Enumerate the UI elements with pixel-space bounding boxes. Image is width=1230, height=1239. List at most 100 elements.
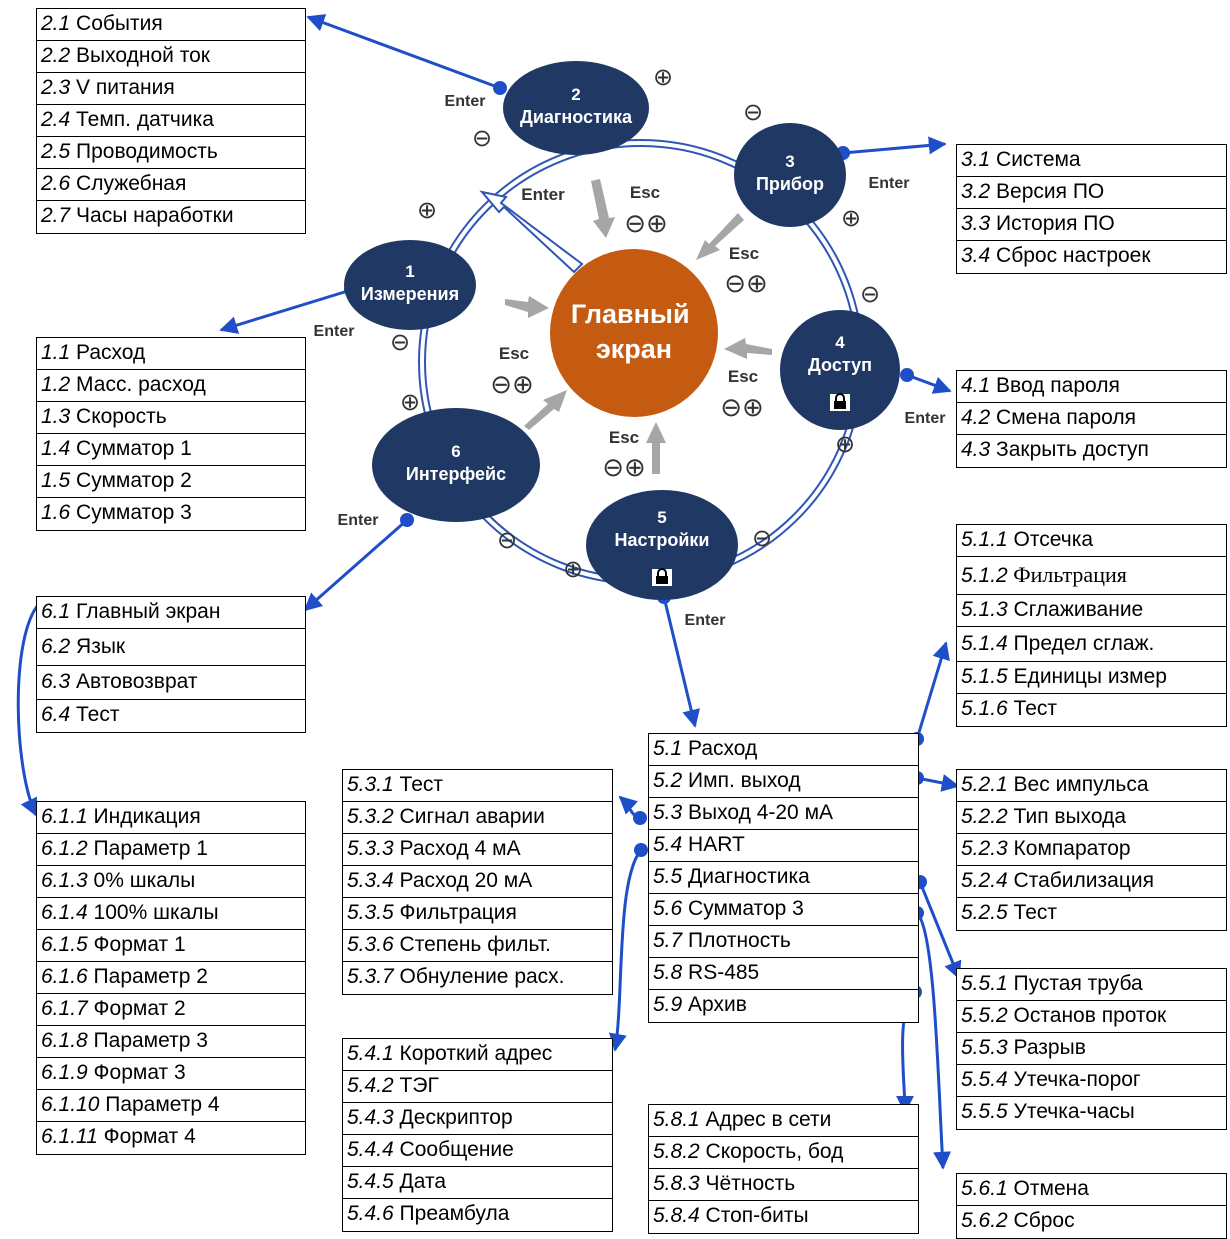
menu-item[interactable]: 2.7 Часы наработки <box>37 201 305 233</box>
menu-item[interactable]: 5.1 Расход <box>649 734 918 766</box>
menu-item[interactable]: 5.5.5 Утечка-часы <box>957 1097 1226 1129</box>
menu-item[interactable]: 6.4 Тест <box>37 700 305 732</box>
menu-item[interactable]: 5.1.1 Отсечка <box>957 525 1226 557</box>
menu-item[interactable]: 2.5 Проводимость <box>37 137 305 169</box>
menu-item[interactable]: 5.2.3 Компаратор <box>957 834 1226 866</box>
menu-item[interactable]: 5.4.2 ТЭГ <box>343 1071 612 1103</box>
menu-item-label: Версия ПО <box>990 180 1105 203</box>
menu-item-label: Единицы измер <box>1007 665 1167 688</box>
menu-item[interactable]: 2.4 Темп. датчика <box>37 105 305 137</box>
menu-item[interactable]: 6.1.3 0% шкалы <box>37 866 305 898</box>
menu-item[interactable]: 5.4.3 Дескриптор <box>343 1103 612 1135</box>
menu-item[interactable]: 5.3.2 Сигнал аварии <box>343 802 612 834</box>
menu-item[interactable]: 6.2 Язык <box>37 629 305 666</box>
menu-item[interactable]: 6.1.5 Формат 1 <box>37 930 305 962</box>
menu-item[interactable]: 5.3.6 Степень фильт. <box>343 930 612 962</box>
menu-item-label: Сообщение <box>393 1138 514 1161</box>
menu-item[interactable]: 5.8.4 Стоп-биты <box>649 1201 918 1233</box>
menu-item[interactable]: 5.2.4 Стабилизация <box>957 866 1226 898</box>
menu-item[interactable]: 5.8.3 Чётность <box>649 1169 918 1201</box>
menu-item[interactable]: 2.1 События <box>37 9 305 41</box>
menu-item[interactable]: 6.3 Автовозврат <box>37 666 305 700</box>
menu-item[interactable]: 2.3 V питания <box>37 73 305 105</box>
menu-item[interactable]: 5.6 Сумматор 3 <box>649 894 918 926</box>
menu-item[interactable]: 3.4 Сброс настроек <box>957 241 1226 273</box>
esc-arrow-from-diagnostics <box>591 179 615 238</box>
menu-item[interactable]: 5.4.5 Дата <box>343 1167 612 1199</box>
menu-item[interactable]: 6.1.6 Параметр 2 <box>37 962 305 994</box>
main-screen-circle[interactable] <box>550 249 718 417</box>
menu-item[interactable]: 3.2 Версия ПО <box>957 177 1226 209</box>
menu-item[interactable]: 6.1.7 Формат 2 <box>37 994 305 1026</box>
menu-item[interactable]: 5.4.6 Преамбула <box>343 1199 612 1231</box>
menu-item[interactable]: 5.3.1 Тест <box>343 770 612 802</box>
menu-item[interactable]: 5.3.7 Обнуление расх. <box>343 962 612 994</box>
menu-item[interactable]: 3.1 Система <box>957 145 1226 177</box>
menu-item[interactable]: 1.6 Сумматор 3 <box>37 498 305 530</box>
menu-item[interactable]: 5.8.1 Адрес в сети <box>649 1105 918 1137</box>
menu-item[interactable]: 4.1 Ввод пароля <box>957 371 1226 403</box>
menu-item[interactable]: 5.8 RS-485 <box>649 958 918 990</box>
menu-item-number: 5.2.1 <box>961 773 1008 796</box>
menu-item[interactable]: 5.5.3 Разрыв <box>957 1033 1226 1065</box>
menu-item[interactable]: 5.1.4 Предел сглаж. <box>957 627 1226 662</box>
menu-item[interactable]: 2.2 Выходной ток <box>37 41 305 73</box>
menu-item[interactable]: 6.1 Главный экран <box>37 597 305 629</box>
menu-item[interactable]: 5.1.6 Тест <box>957 694 1226 726</box>
menu-item[interactable]: 5.4.4 Сообщение <box>343 1135 612 1167</box>
menu-item[interactable]: 5.4.1 Короткий адрес <box>343 1039 612 1071</box>
menu-item[interactable]: 5.8.2 Скорость, бод <box>649 1137 918 1169</box>
menu-item-label: Обнуление расх. <box>393 965 565 988</box>
menu-item[interactable]: 6.1.2 Параметр 1 <box>37 834 305 866</box>
menu-item[interactable]: 3.3 История ПО <box>957 209 1226 241</box>
menu-item-number: 5.5.3 <box>961 1036 1008 1059</box>
menu-item[interactable]: 1.2 Масс. расход <box>37 370 305 402</box>
menu-item[interactable]: 5.3.5 Фильтрация <box>343 898 612 930</box>
menu-item[interactable]: 5.5.1 Пустая труба <box>957 969 1226 1001</box>
menu-item[interactable]: 4.3 Закрыть доступ <box>957 435 1226 467</box>
menu-item[interactable]: 5.3.3 Расход 4 мА <box>343 834 612 866</box>
menu-item-number: 5.7 <box>653 929 683 952</box>
link-access-menu <box>906 373 952 394</box>
esc-arrow-from-device <box>696 213 744 260</box>
menu-item[interactable]: 5.1.3 Сглаживание <box>957 595 1226 627</box>
menu-item[interactable]: 5.5.4 Утечка-порог <box>957 1065 1226 1097</box>
menu-item-number: 6.1.2 <box>41 837 88 860</box>
menu-item[interactable]: 5.1.5 Единицы измер <box>957 662 1226 694</box>
menu-item[interactable]: 6.1.8 Параметр 3 <box>37 1026 305 1058</box>
menu-item[interactable]: 5.2.5 Тест <box>957 898 1226 930</box>
menu-item[interactable]: 6.1.10 Параметр 4 <box>37 1090 305 1122</box>
menu-item[interactable]: 5.5 Диагностика <box>649 862 918 894</box>
menu-item[interactable]: 5.2.2 Тип выхода <box>957 802 1226 834</box>
menu-item[interactable]: 1.1 Расход <box>37 338 305 370</box>
menu-item[interactable]: 5.7 Плотность <box>649 926 918 958</box>
menu-item[interactable]: 5.5.2 Останов проток <box>957 1001 1226 1033</box>
menu-item[interactable]: 6.1.1 Индикация <box>37 802 305 834</box>
menu-item[interactable]: 6.1.9 Формат 3 <box>37 1058 305 1090</box>
menu-item[interactable]: 5.3 Выход 4-20 мА <box>649 798 918 830</box>
menu-item[interactable]: 5.6.2 Сброс <box>957 1206 1226 1238</box>
menu-item[interactable]: 6.1.11 Формат 4 <box>37 1122 305 1154</box>
menu-item[interactable]: 5.9 Архив <box>649 990 918 1022</box>
menu-item[interactable]: 1.3 Скорость <box>37 402 305 434</box>
menu-item[interactable]: 5.4 HART <box>649 830 918 862</box>
menu-item-number: 3.4 <box>961 244 991 267</box>
menu-item-number: 5.4.2 <box>347 1074 394 1097</box>
menu-item[interactable]: 5.6.1 Отмена <box>957 1174 1226 1206</box>
menu-item[interactable]: 5.3.4 Расход 20 мА <box>343 866 612 898</box>
menu-item[interactable]: 5.2.1 Вес импульса <box>957 770 1226 802</box>
menu-item[interactable]: 5.2 Имп. выход <box>649 766 918 798</box>
menu-item[interactable]: 6.1.4 100% шкалы <box>37 898 305 930</box>
menu-item[interactable]: 5.1.2 Фильтрация <box>957 557 1226 595</box>
menu-item[interactable]: 1.4 Сумматор 1 <box>37 434 305 466</box>
menu-item[interactable]: 2.6 Служебная <box>37 169 305 201</box>
menu-item[interactable]: 1.5 Сумматор 2 <box>37 466 305 498</box>
menu-item[interactable]: 4.2 Смена пароля <box>957 403 1226 435</box>
